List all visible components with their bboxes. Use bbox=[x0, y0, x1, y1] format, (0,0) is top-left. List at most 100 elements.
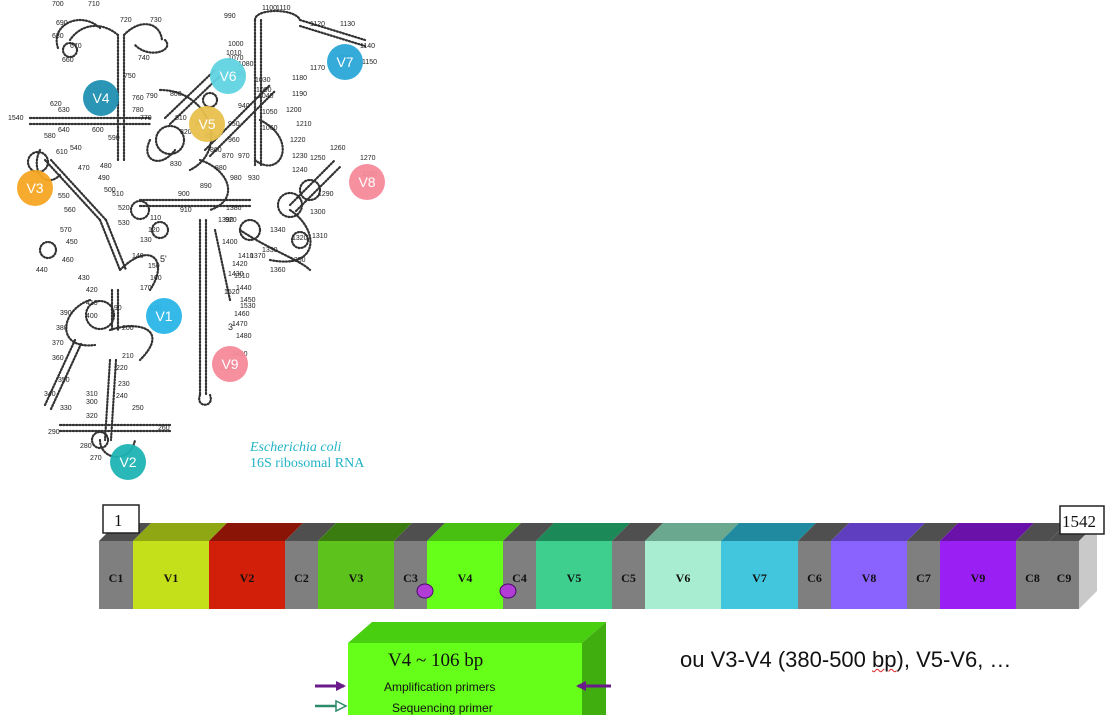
position-label: 820 bbox=[180, 129, 192, 136]
region-marker-label: V7 bbox=[336, 54, 353, 70]
rna-stem bbox=[108, 325, 154, 362]
segment-face bbox=[209, 541, 285, 609]
position-label: 1260 bbox=[330, 145, 346, 152]
position-label: 1530 bbox=[240, 303, 256, 310]
position-label: 500 bbox=[104, 187, 116, 194]
position-label: 580 bbox=[44, 133, 56, 140]
position-label: 560 bbox=[64, 207, 76, 214]
position-label: 590 bbox=[108, 135, 120, 142]
position-label: 980 bbox=[230, 175, 242, 182]
position-label: 870 bbox=[222, 153, 234, 160]
rna-loop bbox=[298, 178, 322, 202]
position-label: 1050 bbox=[262, 109, 278, 116]
segment-label: V4 bbox=[458, 571, 473, 585]
position-label: 230 bbox=[118, 381, 130, 388]
region-marker-circle bbox=[83, 80, 119, 116]
segment-label: V3 bbox=[349, 571, 364, 585]
three-prime-end-label: 3' bbox=[228, 322, 235, 332]
position-label: 410 bbox=[86, 300, 98, 307]
position-label: 390 bbox=[60, 310, 72, 317]
position-label: 160 bbox=[150, 275, 162, 282]
position-label: 770 bbox=[140, 115, 152, 122]
region-marker-circle bbox=[189, 106, 225, 142]
position-label: 800 bbox=[170, 91, 182, 98]
position-label: 750 bbox=[124, 73, 136, 80]
position-label: 270 bbox=[90, 455, 102, 462]
region-marker-circle bbox=[110, 444, 146, 480]
position-label: 360 bbox=[52, 355, 64, 362]
position-label: 830 bbox=[170, 161, 182, 168]
rna-loop bbox=[90, 430, 110, 450]
rna-stem bbox=[43, 338, 77, 407]
segment-v4: V4 bbox=[427, 523, 521, 609]
segment-top bbox=[1016, 523, 1067, 541]
region-marker-circle bbox=[327, 44, 363, 80]
region-marker-v8: V8 bbox=[349, 164, 385, 200]
region-marker-label: V2 bbox=[119, 454, 136, 470]
segment-label: C1 bbox=[109, 571, 124, 585]
segment-face bbox=[940, 541, 1016, 609]
position-label: 640 bbox=[58, 127, 70, 134]
region-marker-label: V3 bbox=[26, 180, 43, 196]
position-label: 350 bbox=[58, 377, 70, 384]
position-label: 290 bbox=[48, 429, 60, 436]
organism-caption: Escherichia coli bbox=[250, 440, 342, 455]
position-label: 1480 bbox=[236, 333, 252, 340]
rna-loop bbox=[38, 240, 58, 260]
rna-stem bbox=[43, 158, 102, 222]
rna-stem bbox=[55, 18, 102, 50]
rna-stem bbox=[109, 358, 118, 442]
segment-label: V8 bbox=[862, 571, 877, 585]
rna-stem bbox=[65, 298, 97, 347]
region-marker-circle bbox=[210, 58, 246, 94]
rna-stem bbox=[118, 254, 160, 292]
position-label: 1430 bbox=[228, 271, 244, 278]
region-marker-v3: V3 bbox=[17, 170, 53, 206]
position-label: 910 bbox=[180, 207, 192, 214]
region-marker-circle bbox=[17, 170, 53, 206]
rna-stem bbox=[213, 228, 232, 302]
rna-loop bbox=[154, 124, 186, 156]
start-position-box bbox=[102, 504, 140, 534]
position-label: 1420 bbox=[232, 261, 248, 268]
rna-stem bbox=[298, 18, 367, 42]
segment-top bbox=[645, 523, 739, 541]
position-label: 550 bbox=[58, 193, 70, 200]
region-marker-v1: V1 bbox=[146, 298, 182, 334]
segment-c4: C4 bbox=[503, 523, 554, 609]
position-label: 1330 bbox=[262, 247, 278, 254]
position-label: 1460 bbox=[234, 311, 250, 318]
position-label: 310 bbox=[86, 391, 98, 398]
segment-top bbox=[318, 523, 412, 541]
region-marker-v5: V5 bbox=[189, 106, 225, 142]
position-label: 280 bbox=[80, 443, 92, 450]
segment-v1: V1 bbox=[133, 523, 227, 609]
segment-label: V6 bbox=[676, 571, 691, 585]
segment-face bbox=[536, 541, 612, 609]
segment-top bbox=[427, 523, 521, 541]
position-label: 1310 bbox=[312, 233, 328, 240]
rna-stem bbox=[294, 164, 343, 213]
position-label: 630 bbox=[58, 107, 70, 114]
segment-face bbox=[831, 541, 907, 609]
segment-c6: C6 bbox=[798, 523, 849, 609]
position-label: 1510 bbox=[234, 273, 250, 280]
position-label: 440 bbox=[36, 267, 48, 274]
position-label: 700 bbox=[52, 1, 64, 8]
bar-end-cap bbox=[1079, 523, 1097, 609]
segment-c8: C8 bbox=[1016, 523, 1067, 609]
position-label: 520 bbox=[118, 205, 130, 212]
position-label: 1200 bbox=[286, 107, 302, 114]
position-label: 400 bbox=[86, 313, 98, 320]
rna-stem bbox=[98, 218, 122, 272]
position-label: 1190 bbox=[292, 91, 307, 98]
segment-face bbox=[427, 541, 503, 609]
position-label: 420 bbox=[86, 287, 98, 294]
segment-face bbox=[612, 541, 645, 609]
position-label: 370 bbox=[52, 340, 64, 347]
segment-v6: V6 bbox=[645, 523, 739, 609]
segment-c3: C3 bbox=[394, 523, 445, 609]
region-marker-label: V9 bbox=[221, 356, 238, 372]
position-label: 120 bbox=[148, 227, 160, 234]
